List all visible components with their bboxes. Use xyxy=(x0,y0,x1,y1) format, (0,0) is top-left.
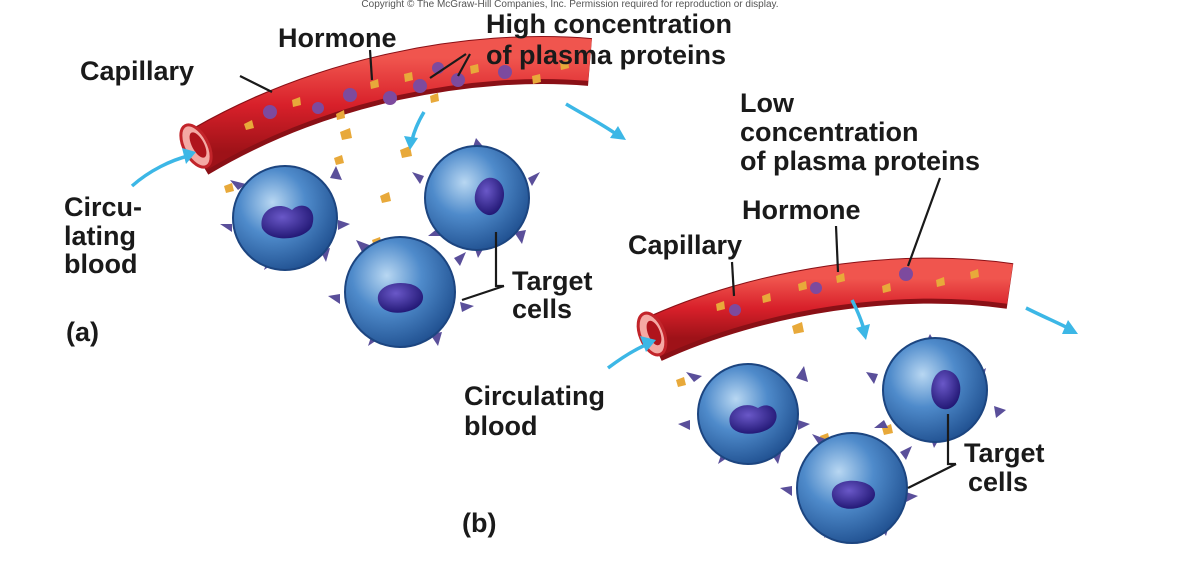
capillary-label-b: Capillary xyxy=(628,230,742,260)
blood-label-a-line1: Circu- xyxy=(64,192,142,222)
target-cell-b2 xyxy=(866,334,1006,448)
hormone-label-a: Hormone xyxy=(278,23,397,53)
blood-flow-arrows-a xyxy=(130,102,626,188)
hormone-molecules-in-vessel-b xyxy=(716,269,979,311)
target-cell-b3 xyxy=(780,432,918,544)
leader-lines-a xyxy=(239,49,505,302)
proteins-label-b-line1: Low xyxy=(740,88,795,118)
panel-letter-b: (b) xyxy=(462,508,496,538)
plasma-proteins-a xyxy=(263,62,512,119)
blood-label-b-line1: Circulating xyxy=(464,381,605,411)
hormone-molecules-in-vessel-a xyxy=(244,60,569,130)
blood-label-a-line3: blood xyxy=(64,249,137,279)
copyright-notice: Copyright © The McGraw-Hill Companies, I… xyxy=(361,0,778,10)
panel-letter-a: (a) xyxy=(66,317,99,347)
target-cells-label-a-line1: Target xyxy=(512,266,593,296)
target-cell-a1 xyxy=(220,165,350,271)
blood-label-a-line2: lating xyxy=(64,221,136,251)
target-cell-a3 xyxy=(328,236,474,348)
proteins-label-a-line1: High concentration xyxy=(486,9,732,39)
target-cells-label-b-line2: cells xyxy=(968,467,1028,497)
target-cells-label-b-line1: Target xyxy=(964,438,1045,468)
proteins-label-b-line2: concentration xyxy=(740,117,919,147)
panel-a: Capillary Hormone High concentration of … xyxy=(64,9,732,348)
capillary-vessel-a xyxy=(179,36,592,175)
target-cells-label-a-line2: cells xyxy=(512,294,572,324)
leader-lines-b xyxy=(730,177,957,489)
hormone-label-b: Hormone xyxy=(742,195,861,225)
plasma-proteins-b xyxy=(729,267,913,316)
proteins-label-a-line2: of plasma proteins xyxy=(486,40,726,70)
panel-b: Low concentration of plasma proteins Hor… xyxy=(462,88,1078,544)
blood-flow-arrows-b xyxy=(606,299,1078,370)
capillary-label-a: Capillary xyxy=(80,56,194,86)
free-hormones-b xyxy=(676,322,893,443)
target-cell-b1 xyxy=(678,363,810,465)
proteins-label-b-line3: of plasma proteins xyxy=(740,146,980,176)
target-cell-a2 xyxy=(412,138,540,258)
blood-label-b-line2: blood xyxy=(464,411,537,441)
